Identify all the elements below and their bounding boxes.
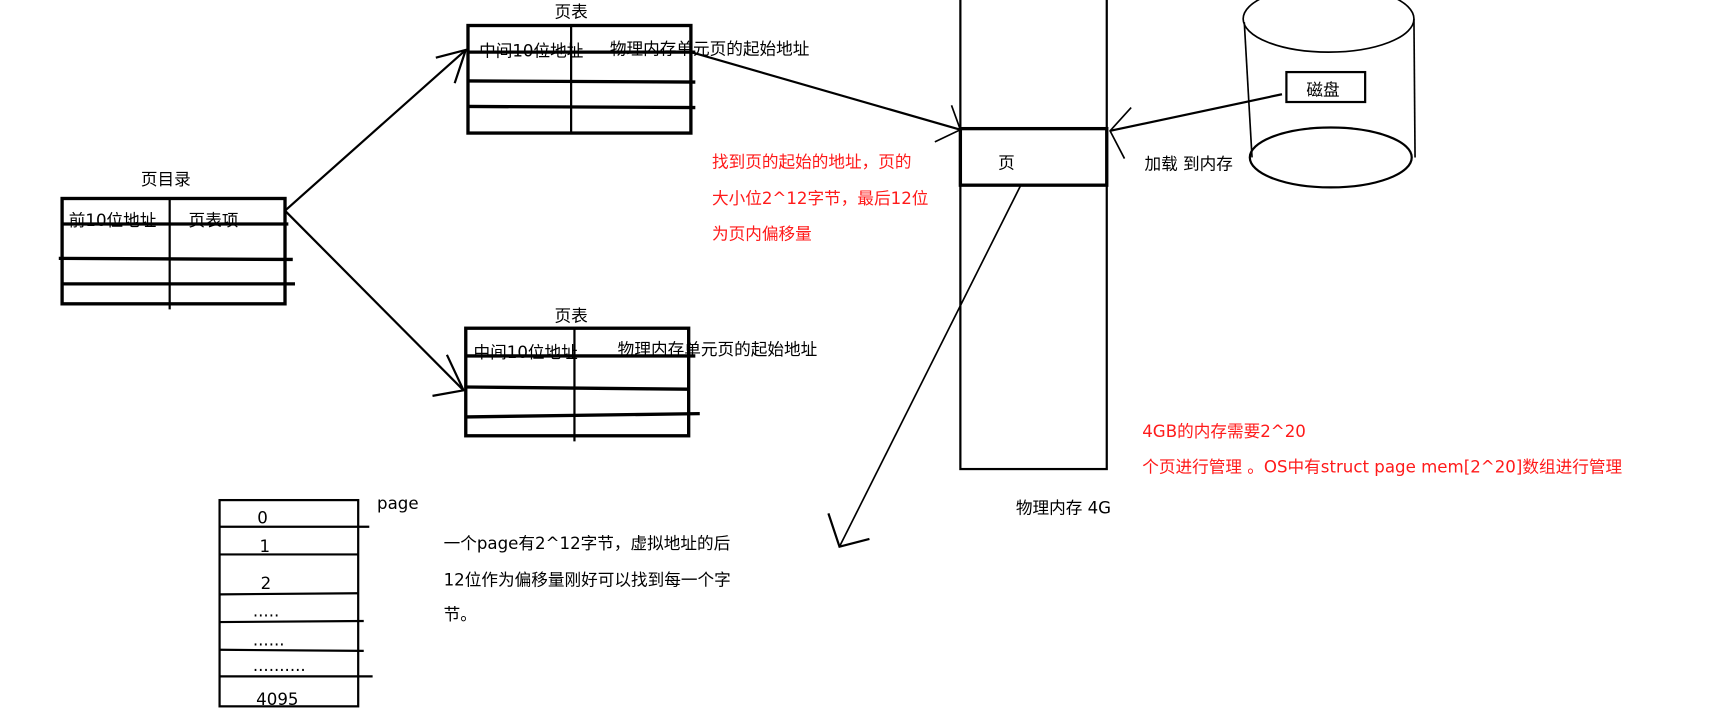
note-line: 找到页的起始的地址，页的 — [712, 152, 912, 171]
page-row-1: 1 — [259, 537, 270, 556]
note-line: 12位作为偏移量刚好可以找到每一个字 — [444, 570, 731, 589]
page-table-top-title: 页表 — [554, 3, 588, 22]
disk-load-label: 加载 到内存 — [1144, 155, 1232, 174]
page-row-5: .......... — [253, 656, 306, 675]
arrow-page-to-page-block — [827, 185, 1021, 549]
page-directory-col2: 页表项 — [189, 211, 239, 230]
note-line: 一个page有2^12字节，虚拟地址的后 — [444, 534, 731, 553]
page-row-2: 2 — [261, 574, 272, 593]
page-table-top-col2: 物理内存单元页的起始地址 — [610, 39, 810, 58]
page-table-bottom-title: 页表 — [554, 307, 588, 326]
page-frame — [958, 126, 1109, 187]
note-line: 节。 — [444, 605, 477, 624]
physical-memory-label: 物理内存 4G — [1016, 498, 1111, 517]
page-table-top-col1: 中间10位地址 — [479, 42, 583, 61]
disk: 磁盘 加载 到内存 — [1144, 0, 1416, 189]
page-block-title: page — [377, 494, 419, 513]
page-frame-label: 页 — [998, 154, 1015, 173]
arrow-dir-to-table-bottom — [284, 209, 466, 397]
page-directory-col1: 前10位地址 — [69, 211, 157, 230]
note-page-start: 找到页的起始的地址，页的 大小位2^12字节，最后12位 为页内偏移量 — [712, 152, 928, 243]
arrow-disk-to-page — [1109, 93, 1283, 159]
note-line: 4GB的内存需要2^20 — [1142, 422, 1306, 441]
page-row-3: ..... — [253, 602, 279, 621]
note-line: 个页进行管理 。OS中有struct page mem[2^20]数组进行管理 — [1142, 457, 1622, 476]
note-line: 大小位2^12字节，最后12位 — [712, 189, 928, 208]
page-row-4: ...... — [253, 630, 285, 649]
physical-memory: 页 物理内存 4G — [958, 0, 1111, 517]
page-directory-title: 页目录 — [141, 170, 191, 189]
disk-label: 磁盘 — [1306, 80, 1339, 99]
page-table-bottom-col2: 物理内存单元页的起始地址 — [618, 340, 818, 359]
note-memory-management: 4GB的内存需要2^20 个页进行管理 。OS中有struct page mem… — [1142, 422, 1622, 476]
arrow-dir-to-table-top — [284, 48, 468, 212]
note-line: 为页内偏移量 — [712, 225, 812, 244]
page-row-6: 4095 — [256, 690, 298, 709]
page-table-bottom-col1: 中间10位地址 — [474, 343, 578, 362]
arrow-table-to-page — [690, 51, 962, 143]
page-table-top: 页表 中间10位地址 物理内存单元页的起始地址 — [466, 3, 810, 135]
note-page-bytes: 一个page有2^12字节，虚拟地址的后 12位作为偏移量刚好可以找到每一个字 … — [444, 534, 731, 624]
page-directory: 页目录 前10位地址 页表项 — [58, 170, 295, 310]
page-table-bottom: 页表 中间10位地址 物理内存单元页的起始地址 — [464, 307, 818, 442]
page-block: page 0 1 2 ..... ...... .......... 4095 — [218, 494, 419, 709]
page-row-0: 0 — [257, 508, 268, 527]
